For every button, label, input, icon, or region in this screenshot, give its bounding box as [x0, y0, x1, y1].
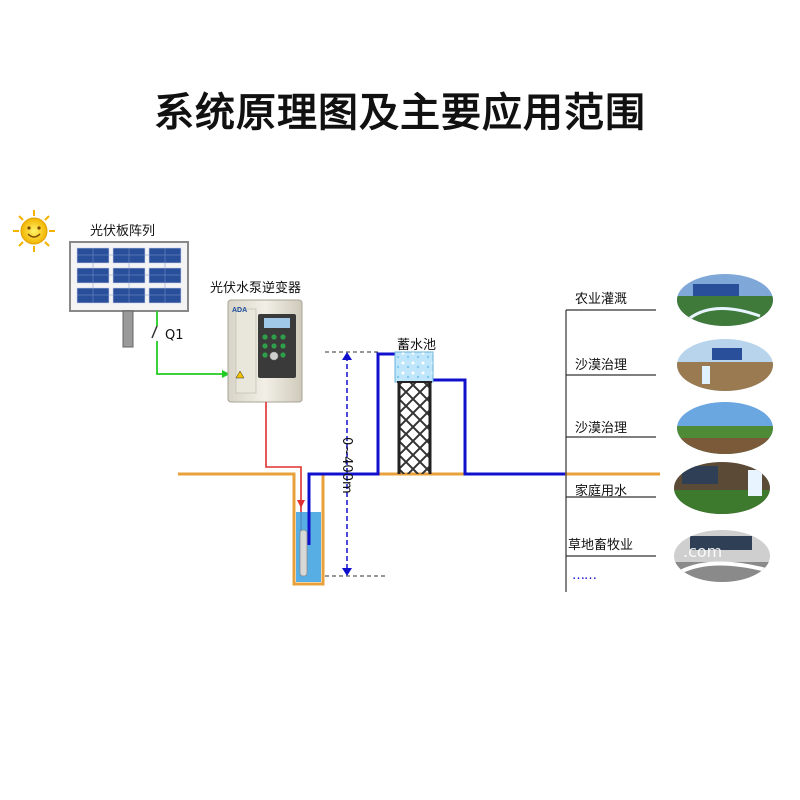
- depth-label: 0~400m: [339, 437, 354, 494]
- ac-wire: [265, 402, 305, 545]
- watermark: .com: [683, 542, 722, 561]
- water-pipe: [307, 352, 565, 545]
- switch-q1-label: Q1: [165, 328, 184, 343]
- application-label-1: 农业灌溉: [575, 292, 628, 307]
- application-photo-1: [677, 274, 773, 326]
- page-title: 系统原理图及主要应用范围: [154, 90, 646, 136]
- application-label-3: 沙漠治理: [575, 421, 628, 436]
- switch-q1-icon: [151, 325, 158, 339]
- inverter-label: 光伏水泵逆变器: [210, 281, 302, 296]
- application-label-4: 家庭用水: [575, 484, 628, 499]
- application-photo-2: [677, 339, 773, 391]
- reservoir-tower: [394, 351, 434, 474]
- depth-dimension: [325, 351, 385, 577]
- application-photo-5: [674, 530, 770, 582]
- application-bracket: [565, 309, 656, 592]
- solar-array-label: 光伏板阵列: [90, 224, 156, 239]
- inverter-brand-logo: ADA: [232, 307, 247, 314]
- sun-icon: [13, 210, 55, 252]
- reservoir-label: 蓄水池: [397, 338, 437, 353]
- solar-panel-array: [69, 241, 189, 348]
- dc-wire: [151, 311, 230, 378]
- submersible-pump-icon: [299, 529, 308, 577]
- inverter-device: [227, 299, 303, 403]
- more-ellipsis: ……: [572, 568, 597, 583]
- application-photo-4: [674, 462, 770, 514]
- application-photo-3: [677, 402, 773, 454]
- application-label-2: 沙漠治理: [575, 358, 628, 373]
- application-label-5: 草地畜牧业: [568, 538, 634, 553]
